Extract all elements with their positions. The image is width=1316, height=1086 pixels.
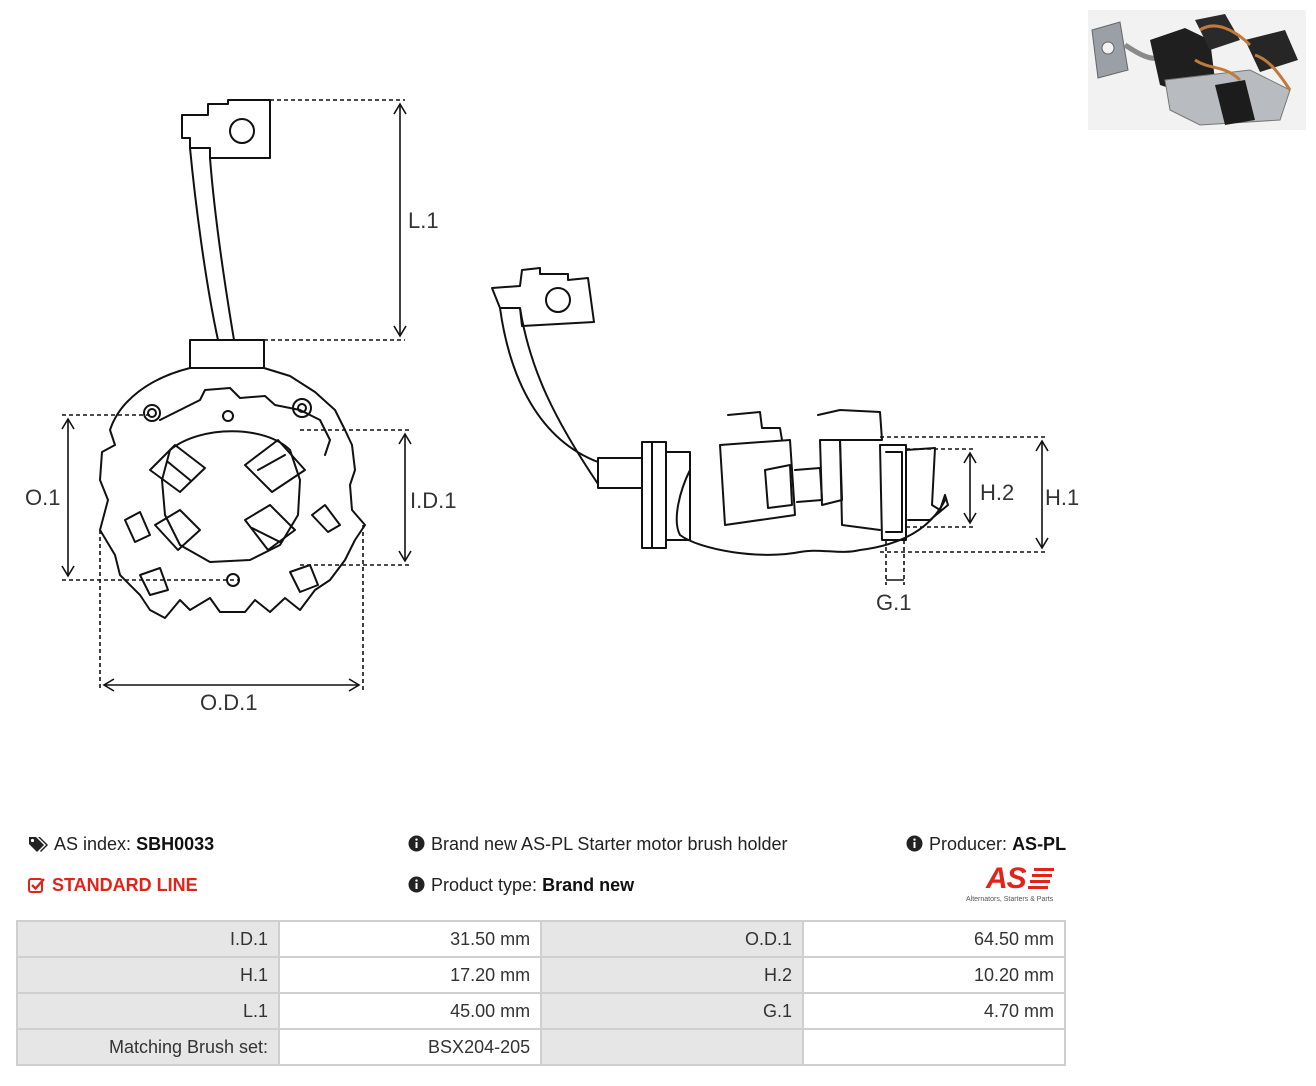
logo-mark: AS <box>986 862 1027 895</box>
spec-value <box>802 1028 1066 1066</box>
info-icon <box>906 835 923 852</box>
spec-key: G.1 <box>540 992 805 1030</box>
product-type: Product type: Brand new <box>408 875 634 896</box>
as-pl-logo: AS Alternators, Starters & Parts <box>966 862 1070 908</box>
table-row: L.1 45.00 mm G.1 4.70 mm <box>15 992 1066 1030</box>
spec-value: 10.20 mm <box>802 956 1066 994</box>
spec-value: 31.50 mm <box>278 920 543 958</box>
spec-key: H.1 <box>15 956 281 994</box>
dim-label-l1: L.1 <box>408 208 439 233</box>
producer: Producer: AS-PL <box>906 834 1066 855</box>
side-view-drawing <box>491 267 1049 585</box>
specs-table: I.D.1 31.50 mm O.D.1 64.50 mm H.1 17.20 … <box>15 920 1066 1066</box>
dim-label-h2: H.2 <box>980 480 1014 505</box>
table-row: Matching Brush set: BSX204-205 <box>15 1028 1066 1066</box>
dim-label-od1: O.D.1 <box>200 690 257 715</box>
spec-value: 17.20 mm <box>278 956 543 994</box>
product-type-value: Brand new <box>542 875 635 895</box>
spec-value: 4.70 mm <box>802 992 1066 1030</box>
checkbox-checked-icon <box>28 878 45 893</box>
producer-value: AS-PL <box>1012 834 1067 854</box>
spec-key: I.D.1 <box>15 920 281 958</box>
spec-key: Matching Brush set: <box>15 1028 281 1066</box>
technical-drawing: L.1 O.1 I.D.1 O.D.1 H.2 H.1 G.1 <box>25 10 1306 715</box>
dim-label-o1: O.1 <box>25 485 60 510</box>
info-icon <box>408 835 425 852</box>
as-index-value: SBH0033 <box>136 834 215 854</box>
spec-key: O.D.1 <box>540 920 805 958</box>
info-icon <box>408 876 425 893</box>
table-row: H.1 17.20 mm H.2 10.20 mm <box>15 956 1066 994</box>
tags-icon <box>29 837 48 852</box>
product-photo <box>1088 10 1306 130</box>
spec-key <box>540 1028 805 1066</box>
dim-label-h1: H.1 <box>1045 485 1079 510</box>
spec-value: BSX204-205 <box>278 1028 543 1066</box>
product-type-label: Product type: <box>431 875 538 895</box>
spec-value: 64.50 mm <box>802 920 1066 958</box>
dim-label-g1: G.1 <box>876 590 911 615</box>
spec-key: H.2 <box>540 956 805 994</box>
as-index: AS index: SBH0033 <box>28 834 214 855</box>
standard-line-label: STANDARD LINE <box>52 875 198 895</box>
standard-line: STANDARD LINE <box>28 875 198 896</box>
dim-label-id1: I.D.1 <box>410 488 456 513</box>
description-text: Brand new AS-PL Starter motor brush hold… <box>431 834 788 854</box>
logo-tagline: Alternators, Starters & Parts <box>966 896 1054 903</box>
producer-label: Producer: <box>929 834 1008 854</box>
as-index-label: AS index: <box>54 834 132 854</box>
table-row: I.D.1 31.50 mm O.D.1 64.50 mm <box>15 920 1066 958</box>
spec-key: L.1 <box>15 992 281 1030</box>
top-view-drawing <box>61 99 412 692</box>
description: Brand new AS-PL Starter motor brush hold… <box>408 834 788 855</box>
spec-value: 45.00 mm <box>278 992 543 1030</box>
